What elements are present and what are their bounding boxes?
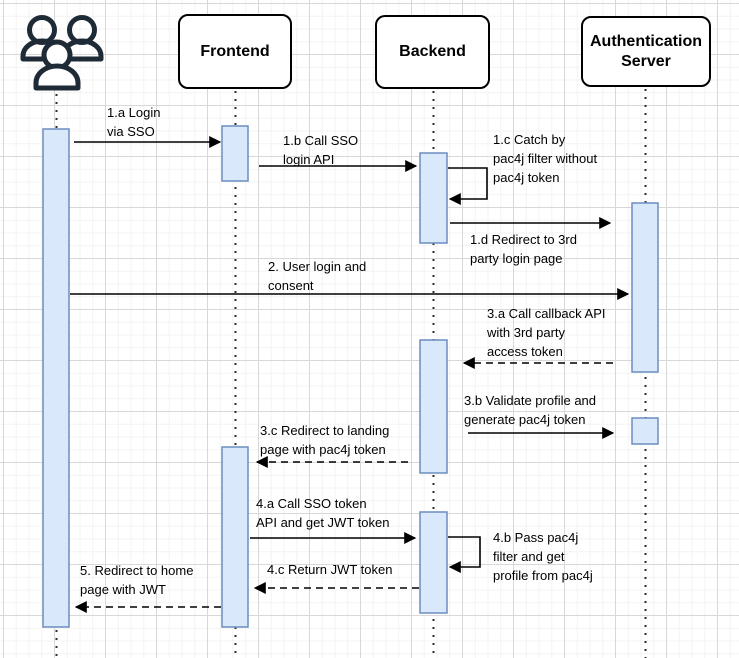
participant-frontend-label: Frontend bbox=[200, 42, 270, 60]
message-label-1a: 1.a Login via SSO bbox=[107, 105, 161, 139]
activation-frontend-2 bbox=[221, 446, 249, 628]
message-label-3c: 3.c Redirect to landing page with pac4j … bbox=[260, 423, 390, 457]
message-label-1c: 1.c Catch by pac4j filter without pac4j … bbox=[493, 132, 598, 185]
message-label-1b: 1.b Call SSO login API bbox=[283, 133, 359, 167]
message-label-2: 2. User login and consent bbox=[268, 259, 367, 293]
participant-backend: Backend bbox=[375, 15, 490, 89]
activation-auth-2 bbox=[631, 417, 659, 445]
message-arrow-1c-self bbox=[448, 167, 488, 205]
participant-backend-label: Backend bbox=[399, 43, 466, 60]
message-label-3b: 3.b Validate profile and generate pac4j … bbox=[464, 393, 597, 427]
activation-frontend-1 bbox=[221, 125, 249, 182]
activation-backend-1 bbox=[419, 152, 448, 244]
message-label-4a: 4.a Call SSO token API and get JWT token bbox=[256, 496, 390, 530]
message-label-3a: 3.a Call callback API with 3rd party acc… bbox=[487, 306, 606, 359]
activation-backend-3 bbox=[419, 511, 448, 614]
message-arrow-4b-self bbox=[448, 536, 481, 573]
participant-auth-server: Authentication Server bbox=[581, 16, 711, 87]
activation-auth-1 bbox=[631, 202, 659, 373]
users-group-icon bbox=[20, 15, 104, 91]
message-label-1d: 1.d Redirect to 3rd party login page bbox=[470, 232, 577, 266]
message-label-4b: 4.b Pass pac4j filter and get profile fr… bbox=[493, 530, 593, 583]
activation-user bbox=[42, 128, 70, 628]
message-label-4c: 4.c Return JWT token bbox=[267, 562, 393, 577]
participant-auth-server-label: Authentication Server bbox=[590, 32, 702, 70]
activation-backend-2 bbox=[419, 339, 448, 474]
participant-frontend: Frontend bbox=[178, 14, 292, 89]
message-label-5: 5. Redirect to home page with JWT bbox=[80, 563, 194, 597]
